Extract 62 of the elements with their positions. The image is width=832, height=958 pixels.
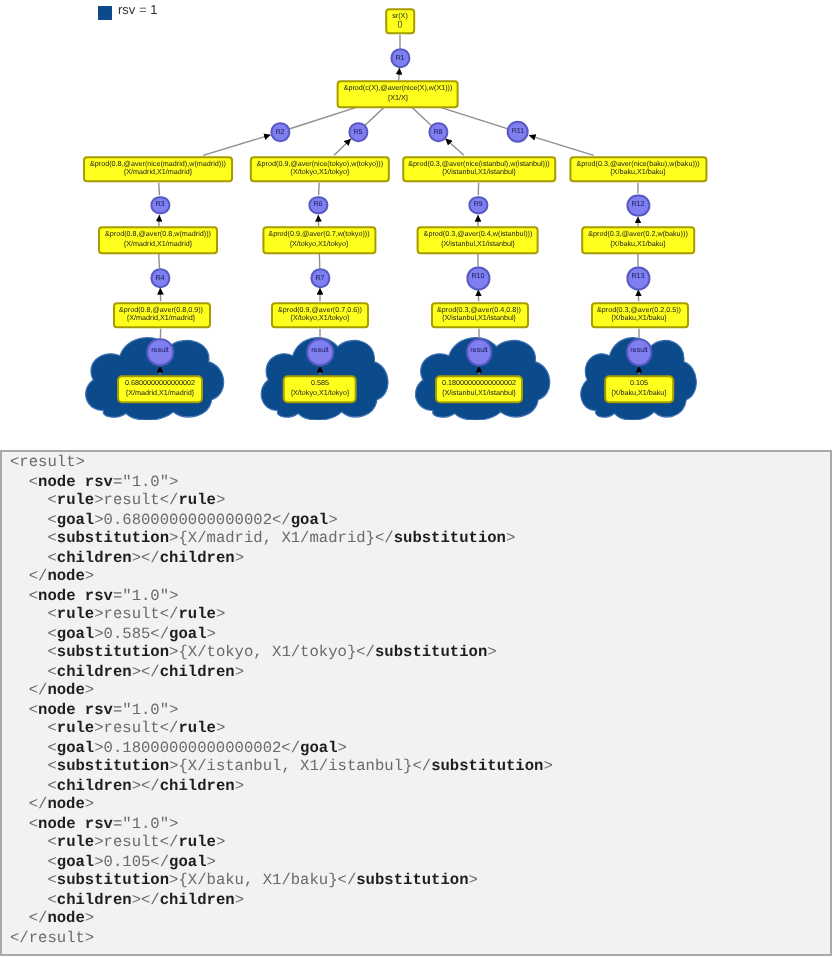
rule-circle (468, 195, 488, 215)
rule-circle (626, 193, 650, 217)
connector (158, 253, 161, 269)
result-box (117, 374, 203, 404)
arrow (315, 214, 322, 227)
connector (288, 107, 357, 130)
result-box (282, 374, 358, 404)
arrow (634, 215, 642, 227)
arrow (635, 365, 643, 375)
connector (478, 328, 480, 339)
arrow (444, 137, 465, 156)
goal-box (401, 155, 557, 183)
goal-box (112, 301, 210, 329)
arrow (475, 288, 482, 302)
arrow (475, 365, 483, 375)
arrow (528, 134, 595, 156)
goal-box (261, 226, 377, 254)
rule-circle (150, 268, 170, 288)
connector (637, 253, 639, 268)
connector (317, 182, 320, 196)
connector (637, 182, 639, 195)
connector (477, 253, 479, 268)
rule-circle (428, 122, 448, 142)
goal-box (83, 155, 233, 183)
result-box (603, 374, 675, 404)
arrow (202, 133, 272, 156)
arrow (333, 138, 352, 156)
goal-box (569, 155, 707, 183)
connector (638, 328, 640, 339)
goal-box (590, 301, 688, 329)
goal-box (249, 155, 391, 183)
arrow (156, 365, 164, 375)
goal-box (271, 301, 369, 329)
arrow (155, 214, 163, 227)
connector (399, 34, 401, 49)
rule-circle (308, 195, 328, 215)
arrow (474, 214, 482, 227)
rule-circle (390, 48, 410, 68)
goal-box (416, 226, 540, 254)
arrow (635, 288, 642, 302)
rule-circle (270, 122, 290, 142)
connector (440, 107, 508, 130)
connector (364, 107, 385, 126)
goal-box (98, 226, 218, 254)
goal-box (385, 7, 415, 35)
connector (158, 182, 161, 196)
arrow (316, 287, 324, 302)
goal-box (581, 226, 695, 254)
arrow (316, 365, 324, 375)
rule-circle (310, 268, 330, 288)
rule-circle (626, 266, 650, 290)
connector (411, 107, 432, 126)
result-box (434, 374, 524, 404)
rule-circle (348, 122, 368, 142)
rule-circle (150, 195, 170, 215)
goal-box (336, 80, 460, 108)
rule-circle (466, 266, 490, 290)
goal-box (430, 301, 528, 329)
rule-circle (506, 120, 530, 144)
connector (319, 328, 321, 339)
arrow (157, 287, 164, 302)
arrow (395, 67, 403, 81)
